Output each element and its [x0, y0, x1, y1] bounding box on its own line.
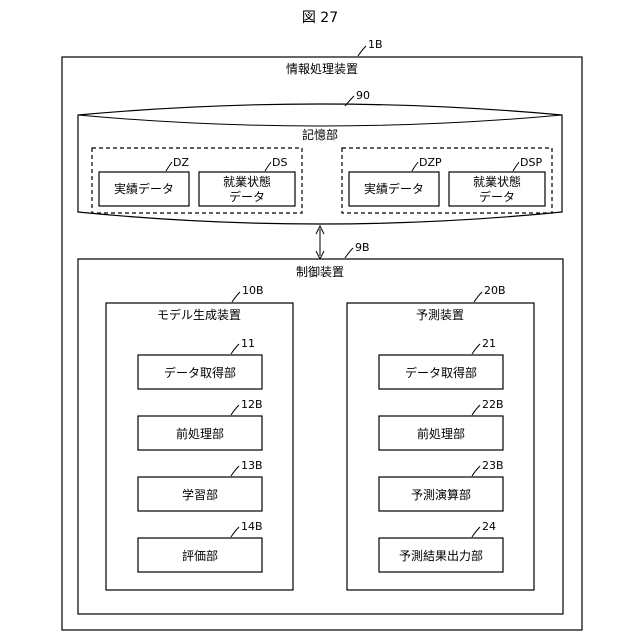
ref-22b: 22B: [482, 398, 504, 411]
ref-14b: 14B: [241, 520, 263, 533]
ref-11: 11: [241, 337, 255, 350]
learning-label-13b: 学習部: [182, 487, 218, 502]
dsp-ref: DSP: [520, 156, 542, 169]
dz-ref: DZ: [173, 156, 189, 169]
employment-state-label-dsp-2: データ: [479, 189, 515, 204]
predictor-ref: 20B: [484, 284, 506, 297]
ref-21: 21: [482, 337, 496, 350]
figure-title: 図 27: [302, 10, 338, 26]
data-acquisition-label-11: データ取得部: [164, 365, 236, 380]
employment-state-label-dsp-1: 就業状態: [473, 174, 521, 189]
ref-23b: 23B: [482, 459, 504, 472]
ds-ref: DS: [272, 156, 287, 169]
preprocessing-label-12b: 前処理部: [176, 426, 224, 441]
actual-data-label-dz: 実績データ: [114, 181, 174, 196]
device-ref: 1B: [368, 38, 383, 51]
dzp-ref: DZP: [419, 156, 442, 169]
data-acquisition-label-21: データ取得部: [405, 365, 477, 380]
ref-24: 24: [482, 520, 496, 533]
ref-13b: 13B: [241, 459, 263, 472]
model-gen-label: モデル生成装置: [157, 307, 241, 322]
employment-state-label-ds-2: データ: [229, 189, 265, 204]
storage-label: 記憶部: [302, 127, 338, 142]
ref-12b: 12B: [241, 398, 263, 411]
storage-ref: 90: [356, 89, 370, 102]
model-gen-ref: 10B: [242, 284, 264, 297]
prediction-calc-label-23b: 予測演算部: [411, 487, 471, 502]
control-ref: 9B: [355, 241, 370, 254]
control-label: 制御装置: [296, 264, 344, 279]
actual-data-label-dzp: 実績データ: [364, 181, 424, 196]
employment-state-label-ds-1: 就業状態: [223, 174, 271, 189]
device-ref-leader: [358, 46, 366, 56]
preprocessing-label-22b: 前処理部: [417, 426, 465, 441]
evaluation-label-14b: 評価部: [182, 548, 218, 563]
prediction-output-label-24: 予測結果出力部: [399, 548, 483, 563]
device-label: 情報処理装置: [286, 62, 358, 76]
predictor-label: 予測装置: [416, 308, 464, 322]
